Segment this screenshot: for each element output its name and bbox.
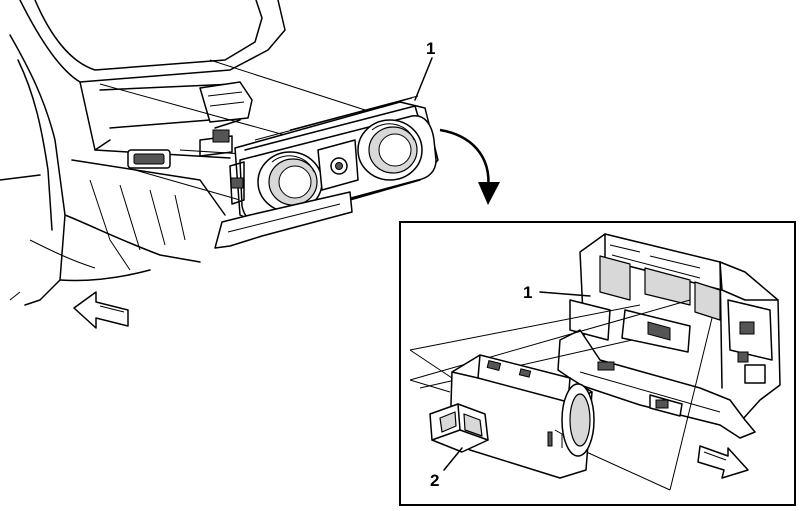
callout-label-1: 1 <box>426 39 435 58</box>
mounting-bracket <box>214 191 353 249</box>
inset-switch-unit <box>429 354 595 479</box>
callout-label-2: 2 <box>430 471 439 490</box>
callout-inset-connector: 2 <box>430 447 463 490</box>
dashboard-bezel <box>0 0 286 306</box>
direction-arrow-icon-left <box>73 291 129 329</box>
hvac-control-module <box>212 95 439 249</box>
callout-main-control: 1 <box>414 39 435 101</box>
callout-inset-control: 1 <box>523 283 591 302</box>
callout-label-1-inset: 1 <box>523 283 532 302</box>
curved-arrow-icon <box>439 128 500 205</box>
direction-arrow-icon-right <box>697 445 749 479</box>
